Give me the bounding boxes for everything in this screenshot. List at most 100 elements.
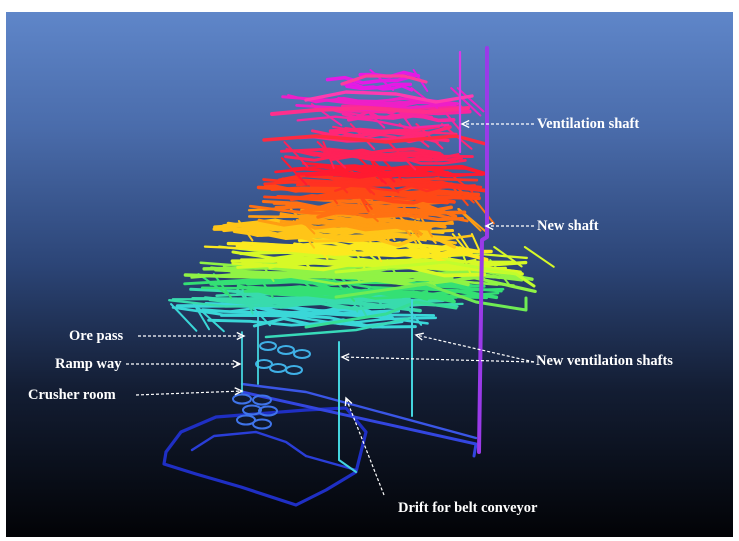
level-tunnel: [263, 227, 473, 241]
cross-cut: [450, 87, 482, 117]
ore-pass-loop: [277, 345, 295, 355]
level-tunnel: [347, 113, 456, 123]
cross-cut: [235, 287, 255, 311]
cross-cut: [368, 157, 396, 183]
level-tunnel: [312, 97, 440, 107]
label-new-ventilation-shafts: New ventilation shafts: [536, 353, 673, 369]
cross-cut: [351, 246, 366, 270]
level-tunnel: [295, 218, 423, 236]
level-tunnel: [248, 214, 454, 228]
level-tunnel: [285, 147, 457, 163]
arrow-ventilation-shaft-head: [460, 119, 470, 129]
cross-cut: [193, 303, 225, 333]
cross-cut: [289, 208, 316, 235]
arrow-ore-pass-head: [236, 331, 246, 341]
haulage-drift: [190, 430, 308, 458]
level-tunnel: [279, 147, 474, 159]
cross-cut: [352, 183, 370, 213]
cross-cut: [436, 103, 462, 132]
cross-cut: [471, 195, 495, 225]
arrow-drift-belt-conveyor-head: [344, 396, 353, 407]
level-arm: [264, 316, 413, 339]
arrow-new-ventilation-shaft-2-head: [414, 332, 424, 341]
level-tunnel: [345, 82, 413, 91]
cross-cut: [212, 273, 233, 299]
new-shaft: [477, 46, 489, 454]
cross-cut: [292, 220, 316, 249]
mine-levels: [162, 69, 555, 507]
cross-cut: [368, 157, 384, 183]
level-tunnel: [203, 296, 422, 313]
level-tunnel: [227, 274, 499, 286]
cross-cut: [193, 303, 211, 331]
ore-pass-loop: [259, 341, 277, 351]
top-level: [304, 90, 474, 104]
level-tunnel: [328, 164, 458, 178]
ore-pass-loop: [293, 349, 311, 359]
arrow-crusher-room-head: [234, 387, 244, 396]
haulage-level: [162, 406, 368, 507]
cross-cut: [349, 123, 376, 150]
mine-model-view: Ventilation shaft New shaft Ore pass Ram…: [6, 12, 733, 537]
level-tunnel: [276, 191, 456, 204]
cross-cut: [283, 141, 309, 168]
callout-arrows: [126, 119, 535, 496]
upper-level: [262, 134, 488, 146]
cross-cut: [316, 141, 347, 169]
ramp-loop: [242, 404, 262, 416]
arrow-new-ventilation-shaft-1-head: [340, 353, 350, 362]
level-tunnel: [316, 209, 465, 222]
cross-cut: [322, 141, 335, 170]
cross-cut: [380, 157, 403, 181]
label-ramp-way: Ramp way: [55, 356, 122, 372]
arrow-new-ventilation-shaft-1: [341, 356, 535, 363]
haulage-drift: [304, 454, 358, 472]
cross-cut: [280, 157, 308, 186]
ore-pass-loop: [255, 359, 273, 369]
cross-cut: [369, 69, 395, 91]
ramp-loop: [252, 394, 272, 406]
ore-pass-loop: [269, 363, 287, 373]
level-tunnel: [296, 115, 450, 130]
level-tunnel: [299, 217, 432, 232]
ramp-loop: [252, 418, 272, 430]
cross-cut: [391, 195, 417, 220]
cross-cut: [321, 183, 339, 205]
arrow-crusher-room: [135, 390, 243, 396]
cross-cut: [523, 246, 555, 268]
level-tunnel: [171, 306, 429, 325]
cross-cut: [170, 303, 198, 332]
cross-cut: [349, 195, 379, 223]
level-tunnel: [269, 244, 473, 255]
belt-conveyor-drift: [240, 390, 478, 458]
top-level: [270, 106, 470, 116]
label-drift-for-belt-conveyor: Drift for belt conveyor: [398, 500, 538, 516]
level-arm: [334, 282, 528, 312]
ramp-loop: [258, 405, 278, 417]
label-ventilation-shaft: Ventilation shaft: [537, 116, 640, 132]
level-tunnel: [226, 241, 493, 259]
ramp-loop: [232, 393, 252, 405]
crusher-level-drift: [240, 382, 478, 440]
arrow-ramp-way-head: [232, 359, 242, 369]
cross-cut: [456, 87, 485, 113]
ramp-loop: [236, 414, 256, 426]
label-ore-pass: Ore pass: [69, 328, 124, 344]
label-new-shaft: New shaft: [537, 218, 599, 234]
new-ventilation-shaft: [338, 341, 357, 473]
ore-pass-loop: [285, 365, 303, 375]
shafts: [241, 46, 489, 473]
cross-cut: [237, 220, 254, 242]
mine-3d-model: [126, 46, 555, 507]
label-crusher-room: Crusher room: [28, 387, 116, 403]
level-tunnel: [207, 318, 417, 329]
arrow-new-ventilation-shaft-2: [415, 334, 535, 363]
level-tunnel: [325, 73, 417, 85]
level-tunnel: [295, 171, 437, 178]
level-arm: [304, 300, 458, 329]
cross-cut: [410, 87, 439, 109]
cross-cut: [387, 141, 417, 171]
arrow-new-shaft-head: [484, 221, 494, 231]
arrow-drift-belt-conveyor: [345, 397, 385, 496]
cross-cut: [493, 246, 523, 268]
